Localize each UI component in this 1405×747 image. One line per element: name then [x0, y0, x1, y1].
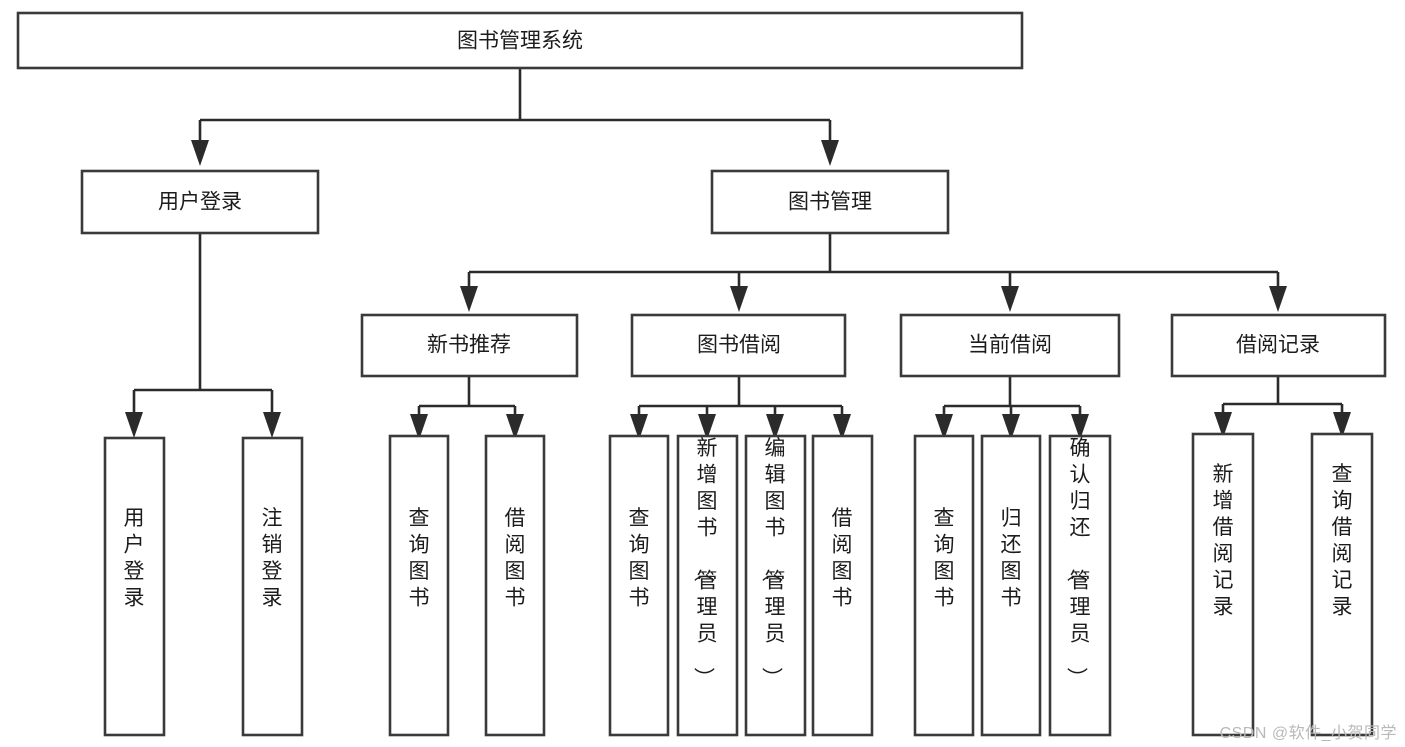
node-leaf-borrow-book-2[interactable]: 借阅图书: [811, 434, 874, 737]
node-leaf-query-book-1-label: 查询图书: [409, 507, 430, 610]
node-leaf-user-logout-label: 注销登录: [262, 507, 283, 610]
node-borrow-record-label: 借阅记录: [1236, 334, 1320, 357]
node-current-borrow[interactable]: 当前借阅: [899, 313, 1121, 378]
connectors-book-manage-to-level3: [460, 233, 1287, 312]
csdn-watermark: CSDN @软件_小贺同学: [1219, 725, 1397, 742]
node-leaf-user-login[interactable]: 用户登录: [103, 436, 166, 737]
node-borrow-record[interactable]: 借阅记录: [1170, 313, 1387, 378]
node-root-label: 图书管理系统: [457, 30, 583, 53]
node-leaf-add-book[interactable]: 新增图书（管理员）: [676, 434, 739, 737]
node-leaf-edit-book-label: 编辑图书（管理员）: [760, 437, 786, 688]
arrow-to-current-borrow: [1001, 286, 1019, 312]
connectors-book-borrow-to-leaves: [630, 376, 851, 440]
node-leaf-query-book-3[interactable]: 查询图书: [913, 434, 975, 737]
node-leaf-borrow-book-1-label: 借阅图书: [505, 507, 526, 610]
connectors-root-to-level2: [191, 68, 839, 166]
node-book-borrow-label: 图书借阅: [697, 334, 781, 357]
node-user-login-label: 用户登录: [158, 191, 242, 214]
node-leaf-query-book-2[interactable]: 查询图书: [608, 434, 670, 737]
node-leaf-user-logout[interactable]: 注销登录: [241, 436, 304, 737]
node-current-borrow-label: 当前借阅: [968, 334, 1052, 357]
arrow-to-user-login: [191, 140, 209, 166]
node-leaf-add-record-label: 新增借阅记录: [1213, 463, 1234, 619]
arrow-to-book-manage: [821, 140, 839, 166]
connectors-user-login-to-leaves: [125, 233, 281, 438]
connectors-borrow-record-to-leaves: [1214, 376, 1351, 438]
node-leaf-query-record[interactable]: 查询借阅记录: [1310, 432, 1374, 737]
node-book-manage[interactable]: 图书管理: [710, 169, 950, 235]
node-leaf-query-book-2-label: 查询图书: [629, 507, 650, 610]
node-book-manage-label: 图书管理: [788, 191, 872, 214]
node-leaf-return-book[interactable]: 归还图书: [980, 434, 1042, 737]
node-leaf-query-book-1[interactable]: 查询图书: [388, 434, 450, 737]
node-root[interactable]: 图书管理系统: [16, 11, 1024, 70]
node-leaf-confirm-return[interactable]: 确认归还（管理员）: [1048, 434, 1112, 737]
node-leaf-borrow-book-1[interactable]: 借阅图书: [484, 434, 546, 737]
connectors-new-book-recommend-to-leaves: [410, 376, 524, 440]
node-leaf-confirm-return-label: 确认归还（管理员）: [1065, 437, 1091, 688]
node-leaf-query-book-3-label: 查询图书: [934, 507, 955, 610]
node-book-borrow[interactable]: 图书借阅: [630, 313, 847, 378]
connectors-current-borrow-to-leaves: [935, 376, 1089, 440]
node-leaf-borrow-book-2-label: 借阅图书: [832, 507, 853, 610]
node-leaf-edit-book[interactable]: 编辑图书（管理员）: [744, 434, 807, 737]
arrow-to-borrow-record: [1269, 286, 1287, 312]
arrow-to-new-book-recommend: [460, 286, 478, 312]
arrow-to-leaf-user-logout: [263, 412, 281, 438]
node-leaf-return-book-label: 归还图书: [1001, 507, 1022, 610]
node-leaf-add-record[interactable]: 新增借阅记录: [1191, 432, 1255, 737]
node-new-book-recommend[interactable]: 新书推荐: [360, 313, 579, 378]
node-user-login[interactable]: 用户登录: [80, 169, 320, 235]
node-leaf-query-record-label: 查询借阅记录: [1332, 463, 1353, 619]
node-new-book-recommend-label: 新书推荐: [427, 334, 511, 357]
arrow-to-leaf-user-login: [125, 412, 143, 438]
node-leaf-user-login-label: 用户登录: [124, 507, 145, 610]
node-leaf-add-book-label: 新增图书（管理员）: [692, 437, 718, 688]
arrow-to-book-borrow: [730, 286, 748, 312]
